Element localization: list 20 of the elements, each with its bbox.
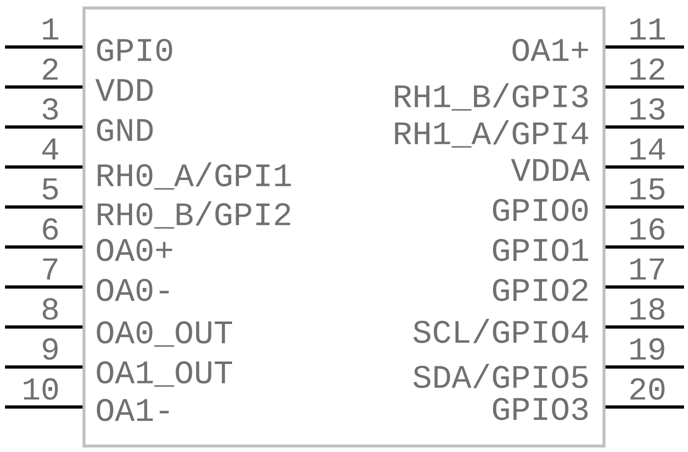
pin-name: OA0- xyxy=(96,278,169,302)
pin-name: RH0_B/GPI2 xyxy=(98,201,290,229)
pin-name: GPIO0 xyxy=(492,198,588,222)
pin-name: RH1_B/GPI3 xyxy=(395,83,588,111)
pin-name: GPIO2 xyxy=(492,278,588,302)
pin-name: GND xyxy=(97,118,153,142)
pin-name: OA1- xyxy=(96,398,169,422)
pin-name: GPIO3 xyxy=(492,398,588,420)
pin-name: GPIO1 xyxy=(492,238,588,262)
pin-name: SCL/GPIO4 xyxy=(414,318,588,344)
pin-name: OA0_OUT xyxy=(96,321,232,347)
pin-name: VDD xyxy=(95,79,153,101)
pin-name: OA0+ xyxy=(96,238,172,262)
pin-name: VDDA xyxy=(511,159,590,181)
pin-name: GPI0 xyxy=(97,38,172,62)
pin-name: OA1_OUT xyxy=(96,361,232,387)
pin-name: RH0_A/GPI1 xyxy=(98,162,291,190)
pin-name: SDA/GPIO5 xyxy=(414,364,588,388)
pin-name: RH1_A/GPI4 xyxy=(395,120,588,148)
pin-name: OA1+ xyxy=(512,38,588,62)
